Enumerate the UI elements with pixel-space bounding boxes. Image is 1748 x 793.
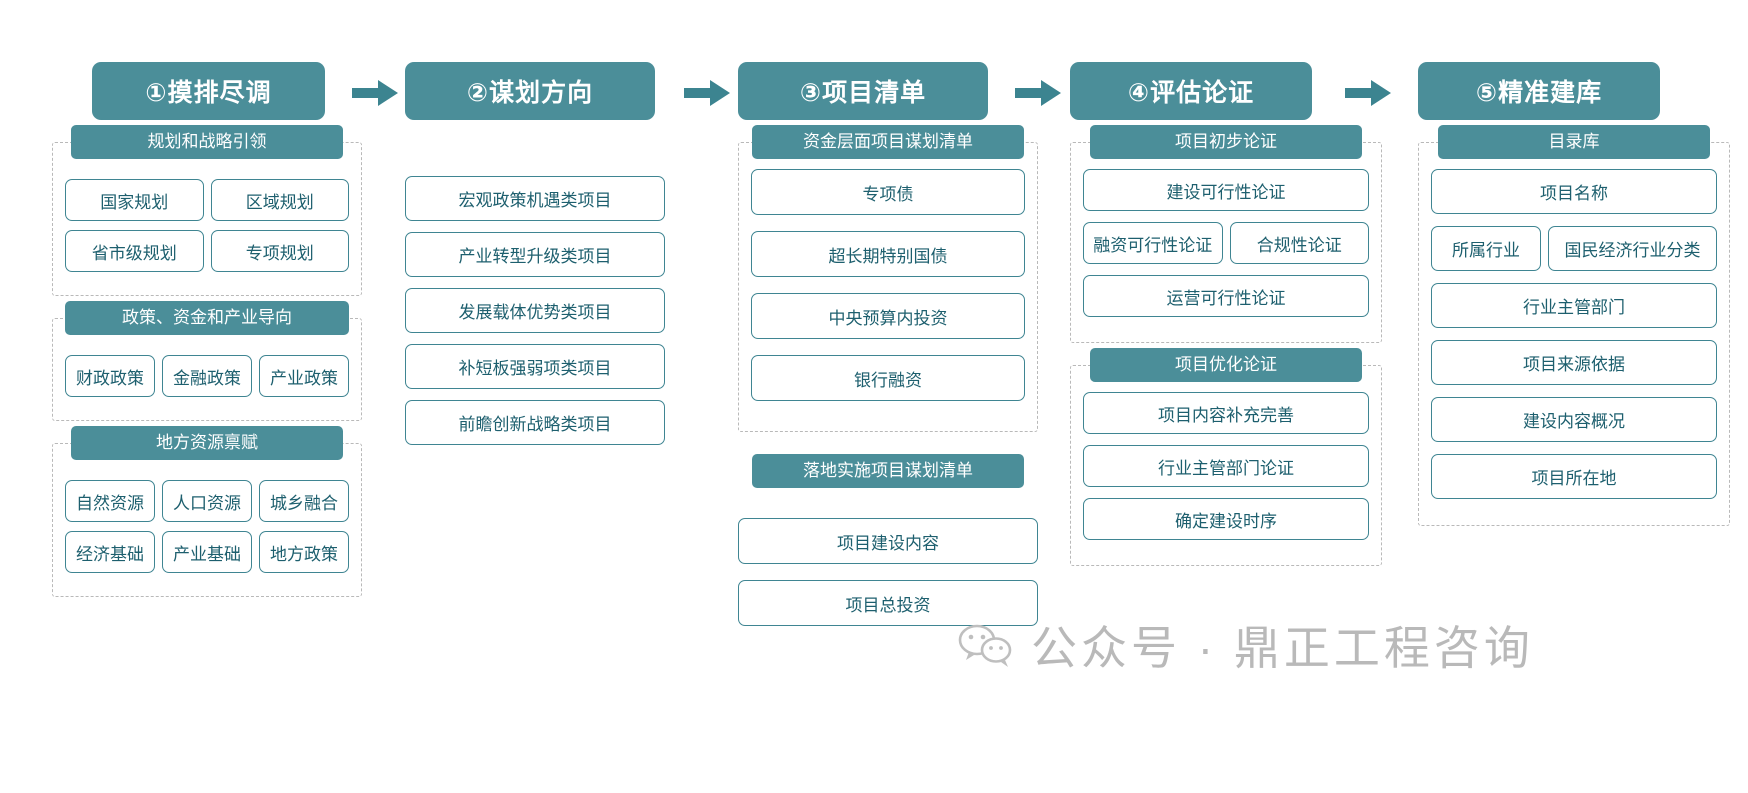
box-row: 自然资源 人口资源 城乡融合 <box>65 480 349 531</box>
stage-header-3[interactable]: ③项目清单 <box>738 62 988 120</box>
box-row: 财政政策 金融政策 产业政策 <box>65 355 349 406</box>
item-box[interactable]: 运营可行性论证 <box>1083 275 1369 317</box>
group-title-implementation-list: 落地实施项目谋划清单 <box>752 454 1024 488</box>
box-row: 融资可行性论证 合规性论证 <box>1083 222 1369 275</box>
item-box[interactable]: 建设可行性论证 <box>1083 169 1369 211</box>
arrow-stage-4-to-5 <box>1345 80 1391 106</box>
item-box[interactable]: 人口资源 <box>162 480 252 522</box>
group-planning-strategy: 规划和战略引领 国家规划 区域规划 省市级规划 专项规划 <box>52 125 362 296</box>
box-row: 省市级规划 专项规划 <box>65 230 349 281</box>
watermark: 公众号 · 鼎正工程咨询 <box>955 612 1534 678</box>
item-box[interactable]: 专项规划 <box>210 230 349 272</box>
stage-column-5: ⑤精准建库 目录库 项目名称 所属行业 国民经济行业分类 行业主管部门 项目来源… <box>1418 0 1730 526</box>
item-box[interactable]: 项目内容补充完善 <box>1083 392 1369 434</box>
item-box[interactable]: 财政政策 <box>65 355 155 397</box>
stage-column-4: ④评估论证 项目初步论证 建设可行性论证 融资可行性论证 合规性论证 运营可行性… <box>1070 0 1382 566</box>
item-box[interactable]: 建设内容概况 <box>1431 397 1717 442</box>
item-box[interactable]: 国家规划 <box>65 179 204 221</box>
stage-column-3: ③项目清单 资金层面项目谋划清单 专项债 超长期特别国债 中央预算内投资 银行融… <box>738 0 1038 642</box>
item-box[interactable]: 行业主管部门 <box>1431 283 1717 328</box>
group-title-catalog-library: 目录库 <box>1438 125 1710 159</box>
stage-header-4[interactable]: ④评估论证 <box>1070 62 1312 120</box>
item-box[interactable]: 所属行业 <box>1431 226 1541 271</box>
item-box[interactable]: 合规性论证 <box>1229 222 1369 264</box>
item-box[interactable]: 发展载体优势类项目 <box>405 288 665 333</box>
item-box[interactable]: 省市级规划 <box>65 230 204 272</box>
item-box[interactable]: 补短板强弱项类项目 <box>405 344 665 389</box>
item-box[interactable]: 国民经济行业分类 <box>1548 226 1717 271</box>
item-box[interactable]: 超长期特别国债 <box>751 231 1025 277</box>
item-box[interactable]: 融资可行性论证 <box>1083 222 1223 264</box>
group-preliminary-review: 项目初步论证 建设可行性论证 融资可行性论证 合规性论证 运营可行性论证 <box>1070 125 1382 343</box>
group-title-local-resources: 地方资源禀赋 <box>71 426 343 460</box>
item-box[interactable]: 产业政策 <box>259 355 349 397</box>
group-funding-level-list: 资金层面项目谋划清单 专项债 超长期特别国债 中央预算内投资 银行融资 <box>738 125 1038 432</box>
item-box[interactable]: 银行融资 <box>751 355 1025 401</box>
direction-item-list: 宏观政策机遇类项目 产业转型升级类项目 发展载体优势类项目 补短板强弱项类项目 … <box>405 176 665 445</box>
group-title-planning-strategy: 规划和战略引领 <box>71 125 343 159</box>
arrow-stage-2-to-3 <box>684 80 730 106</box>
wechat-icon <box>958 624 1012 667</box>
box-row: 经济基础 产业基础 地方政策 <box>65 531 349 582</box>
group-title-policy-funding-industry: 政策、资金和产业导向 <box>65 301 349 335</box>
item-box[interactable]: 专项债 <box>751 169 1025 215</box>
box-row: 国家规划 区域规划 <box>65 179 349 230</box>
item-box[interactable]: 产业基础 <box>162 531 252 573</box>
group-title-funding-level-list: 资金层面项目谋划清单 <box>752 125 1024 159</box>
item-box[interactable]: 产业转型升级类项目 <box>405 232 665 277</box>
item-box[interactable]: 经济基础 <box>65 531 155 573</box>
item-box[interactable]: 宏观政策机遇类项目 <box>405 176 665 221</box>
group-title-preliminary-review: 项目初步论证 <box>1090 125 1362 159</box>
group-local-resources: 地方资源禀赋 自然资源 人口资源 城乡融合 经济基础 产业基础 地方政策 <box>52 426 362 597</box>
item-box[interactable]: 确定建设时序 <box>1083 498 1369 540</box>
stage-header-2[interactable]: ②谋划方向 <box>405 62 655 120</box>
stage-column-1: ①摸排尽调 规划和战略引领 国家规划 区域规划 省市级规划 专项规划 政策、资金… <box>52 0 362 597</box>
watermark-text: 公众号 · 鼎正工程咨询 <box>1031 622 1534 674</box>
item-box[interactable]: 项目来源依据 <box>1431 340 1717 385</box>
item-box[interactable]: 中央预算内投资 <box>751 293 1025 339</box>
group-optimization-review: 项目优化论证 项目内容补充完善 行业主管部门论证 确定建设时序 <box>1070 348 1382 566</box>
item-box[interactable]: 地方政策 <box>259 531 349 573</box>
item-box[interactable]: 项目所在地 <box>1431 454 1717 499</box>
group-title-optimization-review: 项目优化论证 <box>1090 348 1362 382</box>
group-implementation-list: 落地实施项目谋划清单 项目建设内容 项目总投资 <box>738 454 1038 626</box>
item-box[interactable]: 项目名称 <box>1431 169 1717 214</box>
item-box[interactable]: 城乡融合 <box>259 480 349 522</box>
item-box[interactable]: 区域规划 <box>210 179 349 221</box>
item-box[interactable]: 金融政策 <box>162 355 252 397</box>
item-box[interactable]: 项目建设内容 <box>738 518 1038 564</box>
group-catalog-library: 目录库 项目名称 所属行业 国民经济行业分类 行业主管部门 项目来源依据 建设内… <box>1418 125 1730 526</box>
arrow-stage-1-to-2 <box>352 80 398 106</box>
arrow-stage-3-to-4 <box>1015 80 1061 106</box>
item-box[interactable]: 项目总投资 <box>738 580 1038 626</box>
box-row: 所属行业 国民经济行业分类 <box>1431 226 1717 283</box>
stage-header-1[interactable]: ①摸排尽调 <box>92 62 325 120</box>
item-box[interactable]: 前瞻创新战略类项目 <box>405 400 665 445</box>
item-box[interactable]: 自然资源 <box>65 480 155 522</box>
stage-header-5[interactable]: ⑤精准建库 <box>1418 62 1660 120</box>
item-box[interactable]: 行业主管部门论证 <box>1083 445 1369 487</box>
group-policy-funding-industry: 政策、资金和产业导向 财政政策 金融政策 产业政策 <box>52 301 362 421</box>
stage-column-2: ②谋划方向 宏观政策机遇类项目 产业转型升级类项目 发展载体优势类项目 补短板强… <box>405 0 665 456</box>
